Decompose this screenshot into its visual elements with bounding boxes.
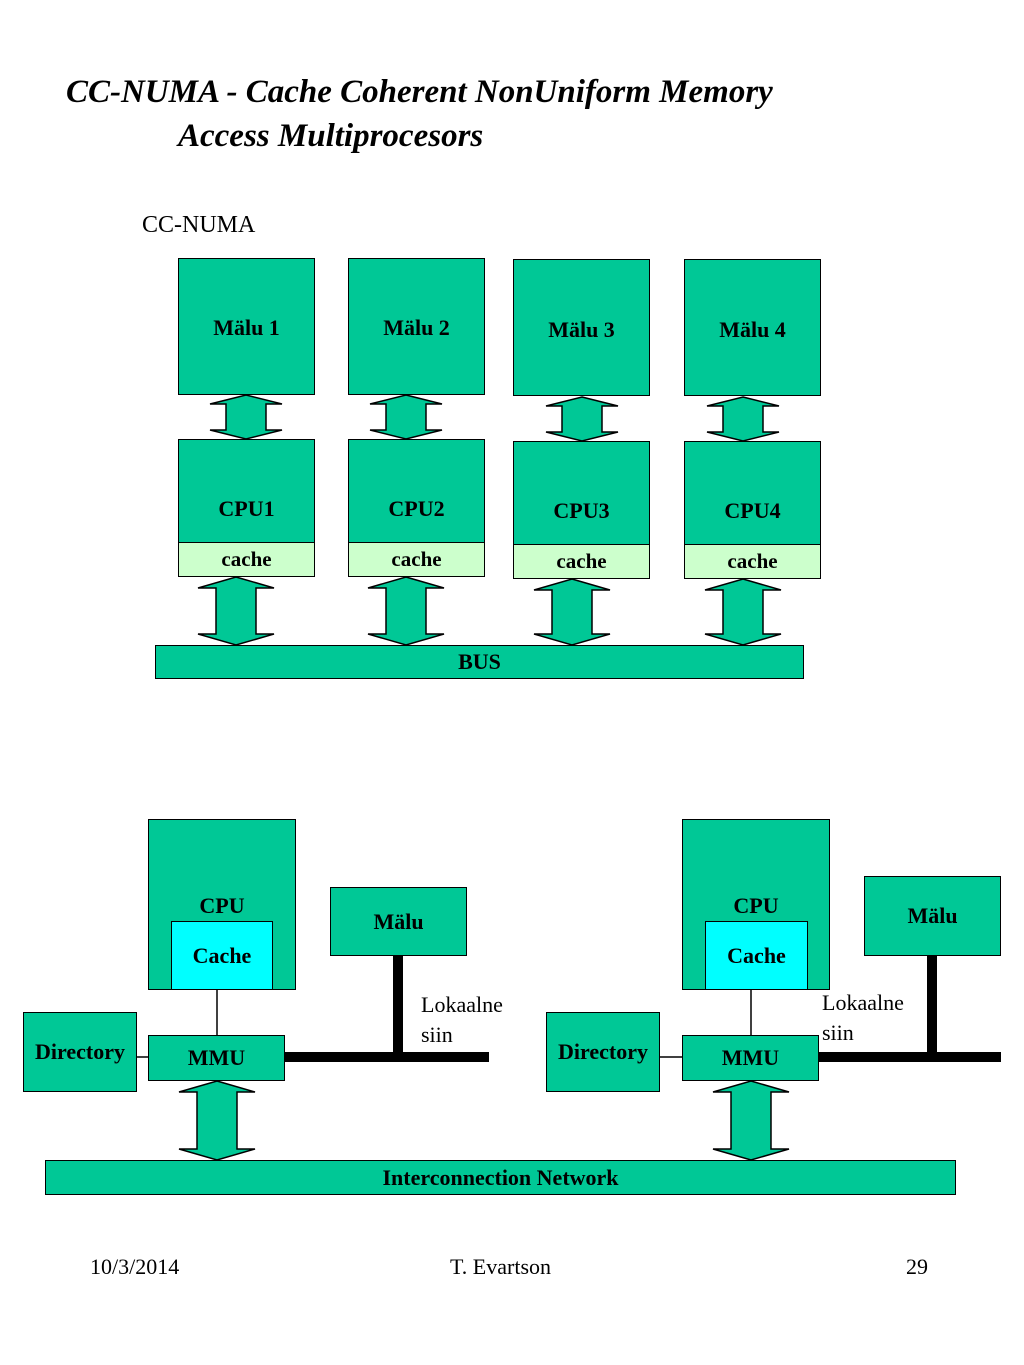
cache-bus-arrow-4 xyxy=(704,578,782,646)
interconnection-network: Interconnection Network xyxy=(45,1160,956,1195)
cache-label-node-1: Cache xyxy=(192,942,252,968)
cache-bar-2: cache xyxy=(348,542,485,577)
mmu-network-arrow-2 xyxy=(712,1080,790,1161)
directory-box-node-1: Directory xyxy=(23,1012,137,1092)
cpu-label-3: CPU3 xyxy=(553,498,610,523)
memory-label-1: Mälu 1 xyxy=(213,315,280,340)
mmu-box-node-1: MMU xyxy=(148,1035,285,1081)
cache-label-1: cache xyxy=(221,547,272,571)
memory-label-node-1: Mälu xyxy=(373,908,424,934)
cache-label-3: cache xyxy=(556,549,607,573)
cache-bar-1: cache xyxy=(178,542,315,577)
bus-label: BUS xyxy=(458,649,501,674)
slide-title: CC-NUMA - Cache Coherent NonUniform Memo… xyxy=(66,70,966,158)
cache-bus-arrow-2 xyxy=(367,576,445,646)
local-bus-label-node-2: Lokaalne siin xyxy=(822,988,904,1048)
memory-box-node-1: Mälu xyxy=(330,887,467,956)
cache-label-2: cache xyxy=(391,547,442,571)
network-label: Interconnection Network xyxy=(382,1164,619,1190)
cache-box-node-1: Cache xyxy=(171,921,273,990)
directory-label-node-2: Directory xyxy=(558,1039,648,1064)
cache-bar-4: cache xyxy=(684,544,821,579)
slide-title-line-1: CC-NUMA - Cache Coherent NonUniform Memo… xyxy=(66,74,773,110)
local-bus-label-line-1: Lokaalne xyxy=(822,990,904,1015)
local-bus-label-node-1: Lokaalne siin xyxy=(421,990,503,1050)
footer-author: T. Evartson xyxy=(450,1254,552,1279)
cache-label-4: cache xyxy=(727,549,778,573)
cpu-box-2: CPU2 xyxy=(348,439,485,543)
mmu-label-node-2: MMU xyxy=(721,1045,780,1070)
cpu-label-2: CPU2 xyxy=(388,496,445,521)
memory-box-2: Mälu 2 xyxy=(348,258,485,395)
cache-bar-3: cache xyxy=(513,544,650,579)
slide-title-line-2: Access Multiprocesors xyxy=(178,118,484,154)
memory-cpu-arrow-4 xyxy=(706,396,780,442)
memory-cpu-arrow-3 xyxy=(545,396,619,442)
cache-box-node-2: Cache xyxy=(705,921,808,990)
memory-label-2: Mälu 2 xyxy=(383,315,450,340)
cpu-label-node-1: CPU xyxy=(199,893,245,918)
memory-label-3: Mälu 3 xyxy=(548,317,615,342)
memory-box-node-2: Mälu xyxy=(864,876,1001,956)
memory-box-1: Mälu 1 xyxy=(178,258,315,395)
local-bus-label-line-2: siin xyxy=(822,1020,854,1045)
mmu-box-node-2: MMU xyxy=(682,1035,819,1081)
cpu-label-node-2: CPU xyxy=(733,893,779,918)
local-bus-label-line-2: siin xyxy=(421,1022,453,1047)
memory-cpu-arrow-1 xyxy=(209,394,283,440)
memory-label-node-2: Mälu xyxy=(907,903,958,928)
cache-label-node-2: Cache xyxy=(727,942,786,968)
local-bus-label-line-1: Lokaalne xyxy=(421,992,503,1017)
cache-bus-arrow-3 xyxy=(533,578,611,646)
mmu-label-node-1: MMU xyxy=(187,1045,246,1070)
memory-box-3: Mälu 3 xyxy=(513,259,650,396)
footer-date: 10/3/2014 xyxy=(90,1254,180,1279)
directory-label-node-1: Directory xyxy=(35,1039,125,1064)
mmu-network-arrow-1 xyxy=(178,1080,256,1161)
cpu-box-3: CPU3 xyxy=(513,441,650,545)
cpu-box-4: CPU4 xyxy=(684,441,821,545)
memory-label-4: Mälu 4 xyxy=(719,317,786,342)
cpu-box-1: CPU1 xyxy=(178,439,315,543)
memory-box-4: Mälu 4 xyxy=(684,259,821,396)
system-bus: BUS xyxy=(155,645,804,679)
cpu-label-4: CPU4 xyxy=(724,498,781,523)
footer-page-number: 29 xyxy=(906,1254,928,1279)
directory-box-node-2: Directory xyxy=(546,1012,660,1092)
cpu-label-1: CPU1 xyxy=(218,496,275,521)
cache-bus-arrow-1 xyxy=(197,576,275,646)
memory-cpu-arrow-2 xyxy=(369,394,443,440)
diagram-label: CC-NUMA xyxy=(142,212,256,238)
